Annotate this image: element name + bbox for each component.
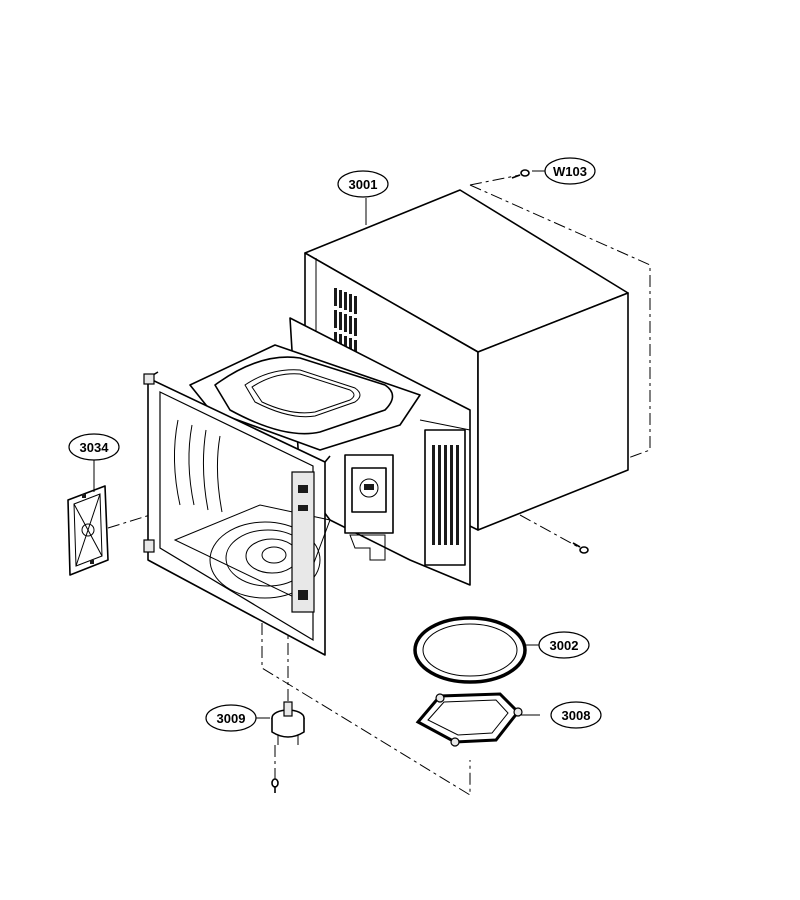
screw-cabinet-bottom: [572, 542, 589, 554]
chassis-vent-grille: [432, 445, 459, 545]
callout-3008: 3008: [550, 701, 602, 729]
oven-cavity-chassis: [143, 317, 471, 656]
callout-3001: 3001: [337, 170, 389, 198]
callout-3001-label: 3001: [349, 177, 378, 192]
part-3002-roller-ring: [413, 616, 527, 684]
part-3009-turntable-motor: [271, 701, 305, 745]
callout-leaders: [93, 170, 546, 719]
callout-3002-label: 3002: [550, 638, 579, 653]
callout-w103-label: W103: [553, 164, 587, 179]
assembly-guide-lines: [107, 174, 651, 796]
callout-3034: 3034: [68, 433, 120, 461]
callout-3009-label: 3009: [217, 711, 246, 726]
screw-motor: [271, 778, 279, 793]
callout-3009: 3009: [205, 704, 257, 732]
callout-3008-label: 3008: [562, 708, 591, 723]
callout-3002: 3002: [538, 631, 590, 659]
part-3008-roller-guide: [415, 692, 523, 747]
part-3034-cover-plate: [67, 485, 109, 576]
callout-3034-label: 3034: [80, 440, 110, 455]
screw-w103: [511, 169, 530, 179]
callout-w103: W103: [544, 157, 596, 185]
cabinet-vent-slots: [334, 288, 357, 354]
